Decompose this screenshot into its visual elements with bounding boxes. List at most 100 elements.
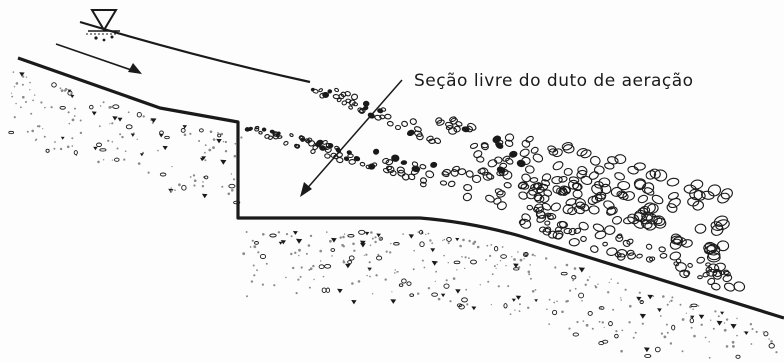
- air-bubble: [435, 117, 443, 124]
- ground-stipple-dot: [251, 239, 254, 242]
- air-bubble: [529, 177, 539, 183]
- air-bubble: [525, 135, 534, 143]
- ground-stipple-dot: [347, 260, 353, 265]
- air-bubble: [371, 162, 378, 167]
- ground-stipple-dot: [130, 133, 135, 137]
- air-bubble: [400, 160, 408, 165]
- ground-stipple-dot: [174, 189, 176, 191]
- ground-stipple-dot: [717, 315, 720, 318]
- ground-stipple-dot: [594, 286, 598, 289]
- ground-stipple-dot: [366, 274, 368, 277]
- ground-stipple-dot: [660, 332, 664, 335]
- ground-stipple-dot: [507, 285, 510, 288]
- ground-stipple-dot: [234, 142, 237, 145]
- ground-stipple-dot: [98, 125, 101, 128]
- ground-stipple-dot: [531, 290, 535, 293]
- air-bubble: [269, 129, 276, 134]
- ground-stipple-dot: [431, 292, 438, 297]
- ground-stipple-dot: [50, 106, 53, 109]
- ground-stipple-dot: [347, 234, 355, 238]
- leader-arrow: [300, 79, 403, 197]
- ground-stipple-dot: [216, 138, 222, 144]
- ground-stipple-dot: [71, 137, 74, 140]
- air-bubble: [580, 235, 587, 242]
- ground-stipple-dot: [470, 259, 477, 265]
- ground-stipple-dot: [158, 133, 164, 138]
- ground-stipple-dot: [262, 233, 265, 236]
- ground-stipple-dot: [509, 313, 512, 315]
- ground-stipple-dot: [178, 183, 181, 187]
- air-bubble: [636, 253, 643, 259]
- air-bubble: [615, 234, 624, 242]
- ground-stipple-dot: [15, 102, 17, 105]
- ground-stipple-dot: [523, 252, 529, 256]
- ground-stipple-dot: [217, 133, 222, 138]
- air-bubble: [594, 193, 606, 202]
- ground-stipple-dot: [464, 256, 467, 259]
- ground-stipple-dot: [419, 241, 425, 248]
- air-bubble: [705, 266, 713, 273]
- ground-stipple-dot: [394, 269, 396, 271]
- ground-stipple-dot: [466, 303, 469, 306]
- ground-stipple-dot: [751, 328, 754, 330]
- ground-stipple-dot: [554, 266, 557, 269]
- air-bubble: [723, 282, 736, 292]
- air-bubble: [519, 218, 532, 229]
- air-bubble: [503, 182, 512, 189]
- air-bubble: [521, 139, 531, 148]
- ground-stipple-dot: [666, 303, 669, 306]
- ground-stipple-dot: [479, 284, 481, 286]
- air-bubble: [492, 135, 502, 144]
- air-bubble: [591, 194, 603, 204]
- ground-stipple-dot: [294, 251, 297, 254]
- ground-stipple-dot: [421, 259, 424, 262]
- air-bubble: [703, 243, 717, 254]
- ground-stipple-dot: [12, 71, 15, 73]
- air-bubble: [592, 223, 605, 232]
- air-bubble: [692, 200, 705, 211]
- air-bubble: [336, 157, 344, 164]
- air-bubble: [689, 188, 703, 201]
- ground-stipple-dot: [608, 281, 610, 284]
- air-bubble: [536, 214, 547, 223]
- air-bubble: [603, 200, 615, 210]
- air-bubble: [365, 164, 372, 170]
- air-bubble: [482, 171, 493, 181]
- air-bubble: [426, 135, 434, 142]
- ground-stipple-dot: [391, 291, 393, 293]
- air-bubble: [541, 202, 552, 211]
- ground-stipple-dot: [608, 321, 613, 327]
- air-bubble: [283, 140, 289, 146]
- ground-stipple-dot: [273, 284, 276, 287]
- ground-stipple-dot: [224, 150, 228, 153]
- air-bubble: [626, 249, 635, 256]
- ground-stipple-dot: [227, 192, 231, 196]
- ground-stipple-dot: [390, 242, 392, 245]
- ground-stipple-dot: [127, 111, 130, 114]
- air-bubble: [419, 181, 427, 188]
- ground-stipple-dot: [452, 277, 456, 280]
- air-bubble: [580, 175, 593, 185]
- ground-stipple-dot: [34, 94, 36, 96]
- air-bubble: [505, 157, 514, 165]
- ground-stipple-dot: [735, 354, 741, 359]
- air-bubble: [552, 185, 562, 194]
- ground-stipple-dot: [662, 295, 665, 298]
- air-bubble: [294, 143, 300, 148]
- ground-stipple-dot: [70, 92, 73, 95]
- air-bubble: [568, 179, 580, 190]
- ground-stipple-dot: [254, 241, 259, 245]
- ground-stipple-dot: [620, 299, 622, 301]
- ground-stipple-dot: [730, 323, 737, 329]
- ground-stipple-dot: [594, 285, 596, 287]
- ground-stipple-dot: [690, 316, 692, 319]
- air-bubble: [563, 167, 573, 176]
- ground-stipple-dot: [697, 305, 700, 307]
- ground-stipple-dot: [343, 233, 346, 235]
- ground-stipple-dot: [750, 343, 753, 345]
- air-bubble: [533, 192, 543, 202]
- ground-stipple-dot: [491, 273, 494, 276]
- ground-stipple-dot: [447, 262, 449, 264]
- air-bubble: [346, 150, 352, 155]
- ground-stipple-dot: [768, 343, 775, 349]
